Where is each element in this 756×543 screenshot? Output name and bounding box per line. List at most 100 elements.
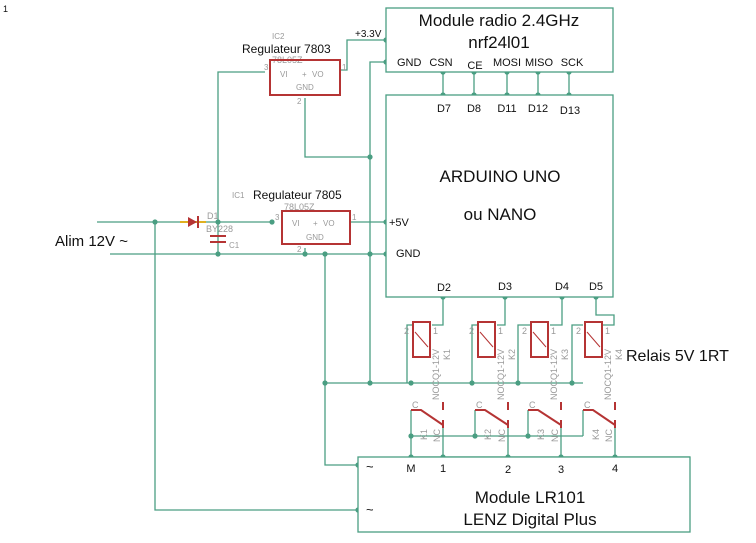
relay-ref: K4 <box>614 349 624 360</box>
relay-part: NOCQ1-12V <box>431 349 441 400</box>
lr101-subtitle: LENZ Digital Plus <box>463 510 596 529</box>
radio-module: Module radio 2.4GHz nrf24l01 GND CSN CE … <box>355 7 614 73</box>
capacitor-ref: C1 <box>229 241 240 250</box>
pin-gnd: GND <box>296 83 314 92</box>
regulator-7803-ref: IC2 <box>272 32 285 41</box>
pin-d5: D5 <box>589 281 603 293</box>
junction-dot <box>367 380 373 386</box>
relays-label: Relais 5V 1RT <box>626 348 729 365</box>
contact-nc: NC <box>604 429 614 442</box>
pin-plus: + <box>302 70 307 79</box>
junction-dot <box>367 154 373 160</box>
pin-d4: D4 <box>555 281 569 293</box>
contact-ref: K4 <box>591 429 601 440</box>
pin-3: 3 <box>275 213 280 222</box>
ac-terminal-1: ~ <box>366 459 374 474</box>
junction-dot <box>322 380 328 386</box>
pin-d7: D7 <box>437 103 451 115</box>
pin-2: 2 <box>297 97 302 106</box>
label-gnd: GND <box>396 248 421 260</box>
pin-plus: + <box>313 219 318 228</box>
radio-pin-miso: MISO <box>525 57 554 69</box>
lr101-module: Module LR101 LENZ Digital Plus ~ ~ M 1 2… <box>357 456 691 533</box>
contact-nc: NC <box>432 429 442 442</box>
radio-subtitle: nrf24l01 <box>468 33 529 52</box>
pin-vo: VO <box>312 70 324 79</box>
junction-dot <box>152 219 158 225</box>
page-number: 1 <box>3 4 8 14</box>
junction-dot <box>525 433 531 439</box>
contact-c: C <box>584 400 591 410</box>
coil-pin-1: 1 <box>498 326 503 336</box>
label-5v: +5V <box>389 217 410 229</box>
pin-vi: VI <box>280 70 288 79</box>
lr101-pin-2: 2 <box>505 464 511 476</box>
ac-terminal-2: ~ <box>366 502 374 517</box>
contact-nc: NC <box>550 429 560 442</box>
junction-dot <box>408 433 414 439</box>
coil-pin-2: 2 <box>404 326 409 336</box>
arduino-title: ARDUINO UNO <box>440 167 561 186</box>
relay-ref: K3 <box>560 349 570 360</box>
power-input-label: Alim 12V ~ <box>55 233 128 250</box>
pin-d8: D8 <box>467 103 481 115</box>
junction-dot <box>569 380 575 386</box>
regulator-7803: Regulateur 7803 IC2 78L05Z VI + VO GND 3… <box>242 32 347 106</box>
pin-vo: VO <box>323 219 335 228</box>
relay-part: NOCQ1-12V <box>549 349 559 400</box>
junction-dot <box>408 380 414 386</box>
pin-2: 2 <box>297 245 302 254</box>
pin-d2: D2 <box>437 282 451 294</box>
pin-d3: D3 <box>498 281 512 293</box>
relay-part: NOCQ1-12V <box>496 349 506 400</box>
junction-dot <box>215 251 221 257</box>
regulator-7803-label: Regulateur 7803 <box>242 42 331 56</box>
contact-nc: NC <box>497 429 507 442</box>
radio-title: Module radio 2.4GHz <box>419 11 580 30</box>
pin-d12: D12 <box>528 103 548 115</box>
coil-pin-2: 2 <box>522 326 527 336</box>
pin-3: 3 <box>264 63 269 72</box>
junction-dot <box>215 219 221 225</box>
lr101-title: Module LR101 <box>475 488 586 507</box>
junction-dot <box>322 251 328 257</box>
junction-dot <box>367 251 373 257</box>
diode-ref: D1 <box>207 211 219 221</box>
pin-1: 1 <box>352 213 357 222</box>
regulator-7805: Regulateur 7805 IC1 78L05Z VI + VO GND 3… <box>232 188 357 254</box>
junction-dot <box>302 251 308 257</box>
junction-dot <box>269 219 275 225</box>
arduino-board: ARDUINO UNO ou NANO D7 D8 D11 D12 D13 D2… <box>385 94 614 298</box>
regulator-7805-part: 78L05Z <box>284 202 315 212</box>
radio-pin-sck: SCK <box>561 57 584 69</box>
radio-pin-mosi: MOSI <box>493 57 521 69</box>
contact-ref: K3 <box>536 429 546 440</box>
pin-gnd: GND <box>306 233 324 242</box>
coil-pin-1: 1 <box>605 326 610 336</box>
lr101-pin-m: M <box>406 463 415 475</box>
radio-pin-gnd: GND <box>397 57 422 69</box>
contact-c: C <box>412 400 419 410</box>
arduino-subtitle: ou NANO <box>464 205 537 224</box>
regulator-7805-label: Regulateur 7805 <box>253 188 342 202</box>
diode-d1: D1 BY228 <box>180 211 233 234</box>
pin-vi: VI <box>292 219 300 228</box>
coil-pin-1: 1 <box>551 326 556 336</box>
capacitor-c1: C1 <box>210 235 240 250</box>
radio-pin-csn: CSN <box>429 57 452 69</box>
relay-part: NOCQ1-12V <box>603 349 613 400</box>
diode-part: BY228 <box>206 224 233 234</box>
junction-dot <box>472 433 478 439</box>
pin-d13: D13 <box>560 105 580 117</box>
coil-pin-2: 2 <box>576 326 581 336</box>
lr101-pin-1: 1 <box>440 463 446 475</box>
contact-c: C <box>476 400 483 410</box>
contact-c: C <box>529 400 536 410</box>
radio-pin-ce: CE <box>467 60 482 72</box>
lr101-pin-3: 3 <box>558 464 564 476</box>
